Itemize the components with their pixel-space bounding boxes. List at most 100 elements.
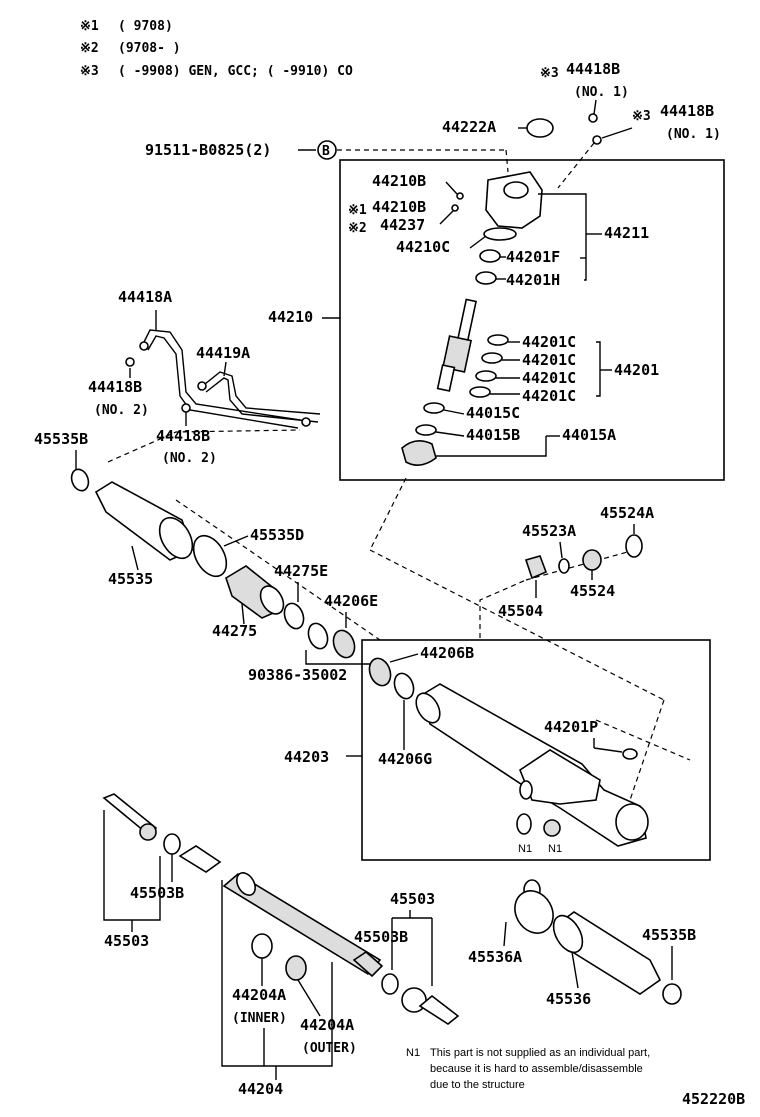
label-44201C-3[interactable]: 44201C [522, 369, 576, 387]
leader-44204A-outer [297, 979, 321, 1017]
circle-b-letter: B [322, 144, 330, 159]
legend-text-2: (9708- ) [118, 41, 181, 56]
part-44206G [393, 672, 415, 700]
label-45503B-right[interactable]: 45503B [354, 928, 408, 946]
label-44210B-a[interactable]: 44210B [372, 172, 426, 190]
label-45524A[interactable]: 45524A [600, 504, 654, 522]
tube-3 [199, 371, 321, 415]
part-44418B-mid [181, 403, 191, 413]
part-44201F [479, 249, 501, 263]
bracket-44201 [596, 341, 601, 397]
rack-housing [415, 683, 649, 847]
label-44275[interactable]: 44275 [212, 622, 257, 640]
label-44201C-4[interactable]: 44201C [522, 387, 576, 405]
part-44210B-b [451, 204, 459, 212]
label-45536[interactable]: 45536 [546, 990, 591, 1008]
label-44206E[interactable]: 44206E [324, 592, 378, 610]
part-shaft-bottom [436, 364, 456, 392]
part-45535B-top [70, 468, 90, 492]
label-44418B-right[interactable]: 44418B [660, 102, 714, 120]
part-45503B-left [163, 833, 181, 855]
label-45504[interactable]: 45504 [498, 602, 543, 620]
leader-90386 [305, 650, 370, 665]
legend-mark-3: ※3 [80, 64, 99, 79]
leader-44210C [469, 235, 487, 249]
label-44201H[interactable]: 44201H [506, 271, 560, 289]
label-44210B-b[interactable]: 44210B [372, 198, 426, 216]
label-45523A[interactable]: 45523A [522, 522, 576, 540]
label-44201F[interactable]: 44201F [506, 248, 560, 266]
mark3-top: ※3 [540, 66, 559, 81]
label-44211[interactable]: 44211 [604, 224, 649, 242]
label-44201C-1[interactable]: 44201C [522, 333, 576, 351]
label-45535B-top[interactable]: 45535B [34, 430, 88, 448]
label-44275E[interactable]: 44275E [274, 562, 328, 580]
label-45535B-right[interactable]: 45535B [642, 926, 696, 944]
part-rack-44204 [222, 873, 382, 976]
label-44419A[interactable]: 44419A [196, 344, 250, 362]
label-44201[interactable]: 44201 [614, 361, 659, 379]
label-44206B[interactable]: 44206B [420, 644, 474, 662]
label-45536A[interactable]: 45536A [468, 948, 522, 966]
label-44204A-inner[interactable]: 44204A [232, 986, 286, 1004]
part-45536-boot-end [552, 914, 584, 954]
label-no2-left: (NO. 2) [94, 403, 149, 418]
leader-44418B-top [593, 99, 597, 115]
dash-rack-guide-right [525, 547, 643, 581]
label-44418A[interactable]: 44418A [118, 288, 172, 306]
label-45503-right[interactable]: 45503 [390, 890, 435, 908]
part-44201C-1 [487, 334, 509, 346]
part-45535-boot-end [158, 516, 194, 560]
label-44203[interactable]: 44203 [284, 748, 329, 766]
label-45535D[interactable]: 45535D [250, 526, 304, 544]
part-n1-b [543, 819, 561, 837]
housing-box [361, 639, 711, 861]
label-44206G[interactable]: 44206G [378, 750, 432, 768]
label-91511[interactable]: 91511-B0825(2) [145, 141, 271, 159]
leader-45523A [559, 541, 563, 559]
figure-id: 452220B [682, 1090, 745, 1108]
label-45524[interactable]: 45524 [570, 582, 615, 600]
part-45524 [582, 549, 602, 571]
part-valve-housing-port [503, 181, 529, 199]
label-inner: (INNER) [232, 1011, 287, 1026]
label-44237[interactable]: 44237 [380, 216, 425, 234]
dash-tube-boot [107, 429, 301, 463]
dash-valve-housing [369, 549, 665, 701]
leader-44275 [241, 603, 245, 625]
label-44222A[interactable]: 44222A [442, 118, 496, 136]
label-44201C-2[interactable]: 44201C [522, 351, 576, 369]
label-90386[interactable]: 90386-35002 [248, 666, 347, 684]
label-44204A-outer[interactable]: 44204A [300, 1016, 354, 1034]
leader-44418B-right [601, 127, 633, 139]
label-44210[interactable]: 44210 [268, 308, 313, 326]
dash-44201P [595, 719, 691, 761]
label-44204[interactable]: 44204 [238, 1080, 283, 1098]
part-rack-teeth-start [236, 872, 256, 896]
part-mount-bolt [519, 780, 533, 800]
label-44015A[interactable]: 44015A [562, 426, 616, 444]
label-44015B[interactable]: 44015B [466, 426, 520, 444]
leader-44206B [389, 653, 419, 663]
tube-fitting-2 [197, 381, 207, 391]
legend: ※1 ( 9708) ※2 (9708- ) ※3 ( -9908) GEN, … [80, 19, 353, 79]
label-45503B-left[interactable]: 45503B [130, 884, 184, 902]
label-44201P[interactable]: 44201P [544, 718, 598, 736]
dash-91511-down [505, 149, 509, 173]
label-45535[interactable]: 45535 [108, 570, 153, 588]
part-tie-rod-ball [139, 823, 157, 841]
part-rack-end-right [352, 950, 384, 978]
label-44418B-top[interactable]: 44418B [566, 60, 620, 78]
label-44418B-mid[interactable]: 44418B [156, 427, 210, 445]
label-45503-left[interactable]: 45503 [104, 932, 149, 950]
label-44210C[interactable]: 44210C [396, 238, 450, 256]
part-44201C-4 [469, 386, 491, 398]
bracket-44204 [221, 880, 333, 1067]
part-45524A [625, 534, 643, 558]
part-45536A [514, 890, 554, 934]
part-44418B-left [125, 357, 135, 367]
part-44210C [483, 227, 517, 241]
label-44015C[interactable]: 44015C [466, 404, 520, 422]
valve-housing-group [451, 171, 543, 285]
label-44418B-left[interactable]: 44418B [88, 378, 142, 396]
